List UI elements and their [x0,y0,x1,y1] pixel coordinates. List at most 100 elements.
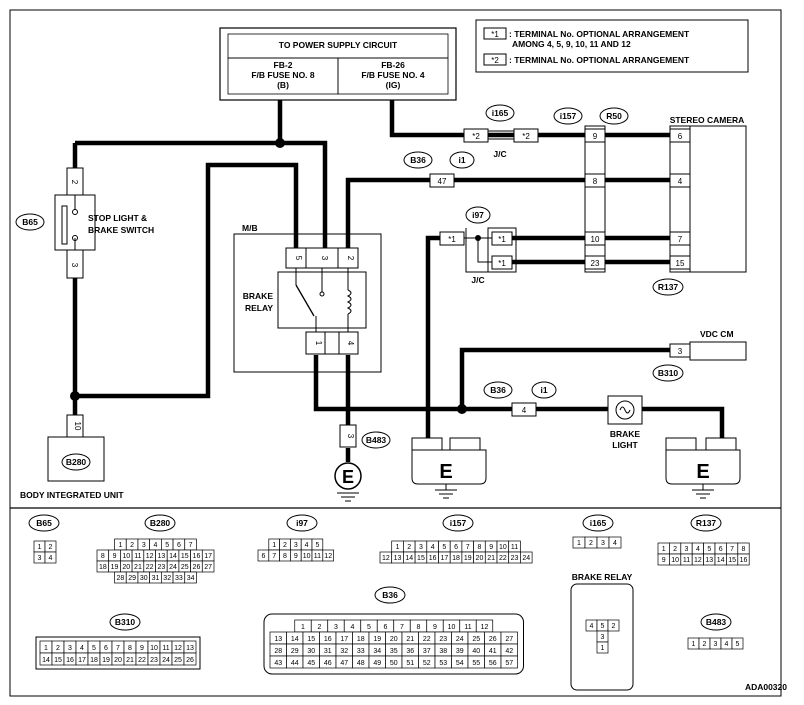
i157-pin-number: 19 [464,555,472,562]
b36-pin-number: 29 [291,648,299,655]
i157-view-tag: i157 [450,518,467,528]
relay-pin-2: 2 [346,256,355,261]
b310-pin-number: 25 [174,657,182,664]
b36-pin-number: 54 [456,660,464,667]
i157-pin-number: 13 [394,555,402,562]
b310-tag: B310 [658,368,679,378]
b280-pin-number: 19 [111,564,119,571]
legend-text-1b: AMONG 4, 5, 9, 10, 11 AND 12 [512,39,631,49]
r50-pin-23: 23 [591,259,600,268]
b36-pin-number: 4 [351,624,355,631]
i97-tag: i97 [472,210,484,220]
b36-pin-number: 41 [489,648,497,655]
b36-pin-number: 16 [324,636,332,643]
b36-housing [263,613,524,675]
b280-pin-number: 1 [118,542,122,549]
i165-pin-number: 4 [613,540,617,547]
i157-pin-number: 18 [452,555,460,562]
b483-pin: 3 [346,434,355,439]
r137-pin-number: 1 [662,546,666,553]
stop-switch-pin-top: 2 [70,180,79,185]
stop-switch-label-1: STOP LIGHT & [88,213,147,223]
i165-pin-number: 3 [601,540,605,547]
brake_relay-pin-number: 5 [601,623,605,630]
b36-pin-number: 3 [334,624,338,631]
i157-pin-number: 11 [511,544,518,551]
b280-pin-number: 8 [101,553,105,560]
b483-pin-number: 4 [725,641,729,648]
b483-pin-number: 2 [703,641,707,648]
b310-pin-number: 5 [92,645,96,652]
b36-view-tag: B36 [382,590,398,600]
r137-pin-number: 10 [671,557,679,564]
i157-pin-number: 20 [476,555,484,562]
b280-pin-number: 21 [134,564,142,571]
inline-connectors: i165 *2 *2 J/C B36 i1 47 i97 *1 *1 *1 J/… [403,104,557,417]
b36-pin-number: 13 [274,636,282,643]
b36-pin-number: 53 [439,660,447,667]
b36-pin-number: 7 [400,624,404,631]
ground-e-3: E [696,461,709,483]
jc-label-bottom: J/C [471,275,484,285]
b310-pin-number: 23 [150,657,158,664]
jc-label-top: J/C [493,149,506,159]
b36-pin-number: 43 [274,660,282,667]
b280-pin-number: 27 [204,564,212,571]
b36-pin-number: 2 [318,624,322,631]
diagram-frame [9,9,782,697]
b310-pin-number: 22 [138,657,146,664]
stop-switch-pin-bottom: 3 [70,263,79,268]
i97-pin-number: 6 [261,553,265,560]
b310-view-tag: B310 [115,617,136,627]
power-supply-box: TO POWER SUPPLY CIRCUIT FB-2 F/B FUSE NO… [219,27,457,101]
r50-tag: R50 [606,111,622,121]
stereo-pin-4: 4 [678,177,683,186]
i157-pin-number: 21 [487,555,495,562]
b65-pin-number: 3 [38,555,42,562]
r137-pin-number: 14 [717,557,725,564]
b36-pin-number: 38 [439,648,447,655]
b310-pin-number: 6 [104,645,108,652]
b280-pin-number: 9 [113,553,117,560]
legend-tag-1: *1 [491,30,499,39]
b36-pin-number: 22 [423,636,431,643]
junction-dots [70,138,481,414]
brake_relay-pin-number: 3 [601,634,605,641]
r137-pin-number: 5 [707,546,711,553]
b36-pin-number: 50 [390,660,398,667]
b65-view-tag-shape [28,514,60,532]
b280-pin-number: 6 [177,542,181,549]
b36-pin-number: 31 [324,648,332,655]
r137-pin-number: 11 [683,557,690,564]
b36-pin-number: 34 [373,648,381,655]
r137-pin-number: 7 [730,546,734,553]
r50-pin-9: 9 [593,132,598,141]
r137-view-tag-shape [690,514,722,532]
brake-light-label-1: BRAKE [610,429,641,439]
stereo-pin-15: 15 [676,259,685,268]
fuse2-line2: F/B FUSE NO. 4 [361,70,425,80]
b310-pin-number: 7 [116,645,120,652]
i157-pin-number: 12 [382,555,390,562]
i1-tag-top: i1 [458,155,465,165]
b310-pin-number: 26 [186,657,194,664]
star1-left: *1 [448,235,456,244]
b280-pin-number: 28 [117,575,125,582]
b36-pin-number: 25 [472,636,480,643]
b310-pin-number: 1 [44,645,48,652]
b36-pin-number: 27 [505,636,513,643]
b280-pin-number: 3 [142,542,146,549]
b36-tag-bottom: B36 [490,385,506,395]
i97-pin-number: 1 [272,542,276,549]
i97-pin-number: 10 [303,553,311,560]
b36-pin-number: 49 [373,660,381,667]
r137-pin-number: 15 [728,557,736,564]
body-integrated-unit: 10 B280 BODY INTEGRATED UNIT [20,414,124,500]
b280-view-tag-shape [144,514,176,532]
b36-tag-top: B36 [410,155,426,165]
b483-view-tag-shape [700,613,732,631]
mb-brake-relay: M/B 5 3 2 BRAKE RELAY 1 4 [233,223,382,373]
i97-pin-number: 8 [283,553,287,560]
stop-switch-label-2: BRAKE SWITCH [88,225,154,235]
